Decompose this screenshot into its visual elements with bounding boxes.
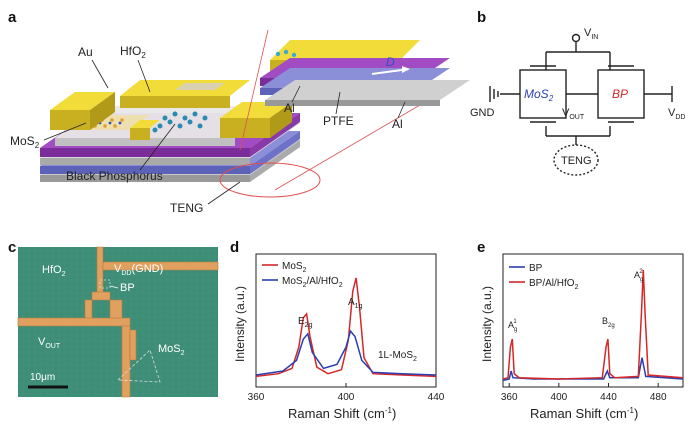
chart-d-annot-layer: 1L-MoS2 (378, 350, 417, 363)
label-al-top: Al (284, 101, 295, 115)
label-c-hfo2: HfO2 (42, 264, 66, 278)
chart-e-annot-ag1: Ag1 (508, 319, 517, 333)
panel-label-a: a (8, 9, 17, 26)
label-teng-circuit: TENG (561, 155, 592, 167)
label-au: Au (78, 45, 93, 59)
chart-d-legend-1: MoS2 (282, 261, 307, 274)
chart-e-series-2 (502, 269, 684, 380)
chart-d-frame (255, 253, 437, 388)
chart-d-xtick-label-1: 400 (338, 392, 355, 403)
label-mos2: MoS2 (10, 134, 40, 150)
chart-e-xtick-label-3: 480 (650, 392, 667, 403)
panel-label-d: d (230, 239, 239, 256)
panel-label-b: b (477, 9, 486, 26)
chart-d-ylabel: Intensity (a.u.) (233, 286, 247, 362)
chart-e-xtick-label-1: 400 (551, 392, 568, 403)
label-d: D (386, 55, 395, 69)
chart-e-series-1 (502, 357, 684, 382)
chart-e-frame (502, 253, 684, 388)
label-c-bp: BP (120, 282, 135, 294)
chart-e-annot-b2g: B2g (602, 316, 615, 329)
chart-d-xlabel: Raman Shift (cm-1) (288, 406, 396, 421)
chart-d-series-2 (255, 329, 437, 376)
raman-chart-bp: 360 400 440 480 BP BP/Al/HfO2 Ag1 B2g Ag2 I… (480, 253, 684, 421)
circuit-diagram (489, 42, 673, 176)
vin-terminal (571, 33, 581, 43)
chart-d-xtick-label-0: 360 (248, 392, 265, 403)
label-c-vdd: VDD(GND) (114, 263, 163, 277)
chart-e-xtick-label-2: 440 (600, 392, 617, 403)
chart-e-xlabel: Raman Shift (cm-1) (530, 406, 638, 421)
bp-flake (152, 111, 208, 133)
panel-label-e: e (477, 239, 485, 256)
inset-zoom (219, 29, 470, 198)
label-vout: VOUT (562, 107, 585, 121)
chart-d-legend-2: MoS2/Al/HfO2 (282, 276, 343, 289)
label-black-phosphorus: Black Phosphorus (66, 169, 163, 183)
label-c-vout: VOUT (38, 336, 61, 350)
label-al-bottom: Al (392, 117, 403, 131)
label-ptfe: PTFE (323, 114, 354, 128)
label-vdd: VDD (668, 107, 685, 121)
chart-d-xtick-label-2: 440 (428, 392, 445, 403)
label-c-scale: 10μm (30, 372, 55, 383)
optical-micrograph (17, 246, 219, 398)
label-hfo2: HfO2 (120, 44, 146, 60)
chart-d-annot-a1g: A1g (348, 297, 363, 310)
chart-d-series-1 (255, 277, 437, 378)
label-c-mos2: MoS2 (158, 343, 185, 357)
label-mos2-transistor: MoS2 (524, 87, 554, 103)
raman-chart-mos2: 360 400 440 MoS2 MoS2/Al/HfO2 E2g A1g 1L-M… (233, 253, 445, 421)
chart-e-annot-ag2: Ag2 (634, 269, 643, 283)
label-bp-transistor: BP (612, 87, 628, 101)
label-gnd: GND (470, 107, 495, 119)
panel-label-c: c (8, 239, 16, 256)
device-illustration (40, 80, 300, 182)
chart-e-xtick-label-0: 360 (501, 392, 518, 403)
chart-e-ylabel: Intensity (a.u.) (480, 286, 494, 362)
label-vin: VIN (584, 27, 598, 41)
chart-e-legend-2: BP/Al/HfO2 (529, 278, 579, 291)
label-teng: TENG (170, 201, 203, 215)
chart-d-annot-e2g: E2g (298, 316, 313, 329)
chart-e-legend-1: BP (529, 263, 543, 274)
